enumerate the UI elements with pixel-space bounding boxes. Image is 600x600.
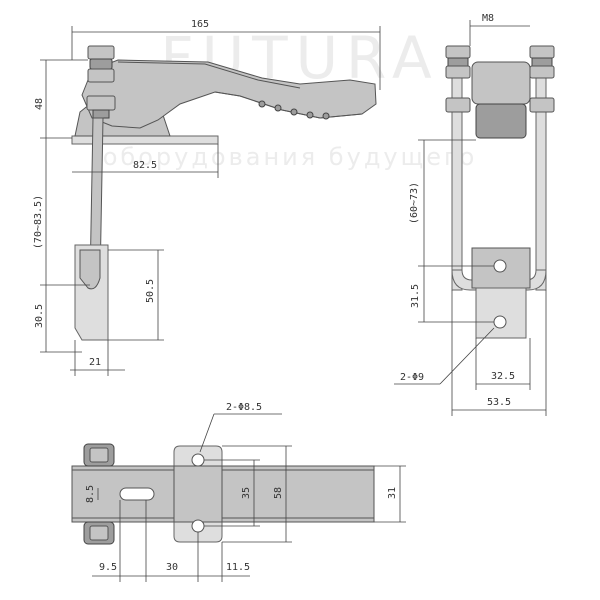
top-hole-lower	[191, 519, 205, 533]
dim-hook-width: 21	[89, 357, 101, 368]
dim-lever-height: 48	[34, 98, 45, 110]
lower-bracket-hole	[493, 315, 507, 329]
dim-body-width: 31	[387, 487, 398, 499]
dim-slot-to-hole: 30	[166, 562, 178, 573]
dim-side-outer-width: 53.5	[487, 397, 511, 408]
upper-bracket-hole	[493, 259, 507, 273]
dim-base-length: 82.5	[133, 160, 157, 171]
hook-slot	[79, 249, 101, 290]
right-rod	[535, 59, 547, 291]
top-dimensions: 2-Φ8.5 8.5 35 58 31 9.5 30 11.5	[85, 402, 406, 582]
mounting-plate-center	[173, 465, 223, 523]
dim-side-hole-dia: 2-Φ9	[400, 372, 424, 383]
lever-grip-grooves	[258, 100, 330, 120]
side-dimensions: M8 (60~73) 31.5 2-Φ9 32.5 53.5	[394, 13, 547, 416]
left-nut-stack	[445, 45, 471, 113]
lever-ridge-line	[117, 61, 301, 89]
dim-hook-height: 50.5	[145, 279, 156, 303]
top-nuts-lower	[83, 521, 115, 545]
dim-side-hole-pitch: 31.5	[410, 284, 421, 308]
dim-top-hole-dia: 2-Φ8.5	[226, 402, 262, 413]
lever-hinge	[475, 103, 527, 139]
watermark-tagline: оборудования будущего	[103, 143, 478, 171]
top-body	[71, 465, 375, 523]
front-dimensions: 165 48 82.5 (70~83.5) 30.5 50.5 21	[33, 19, 381, 376]
dim-thread: M8	[482, 13, 494, 24]
lower-bracket	[475, 287, 527, 339]
lever-cylinder	[471, 61, 531, 105]
dim-plate-width: 58	[273, 487, 284, 499]
front-view: 165 48 82.5 (70~83.5) 30.5 50.5 21	[33, 19, 381, 376]
dim-hole-pitch: 35	[241, 487, 252, 499]
dim-hook-range: (70~83.5)	[33, 195, 44, 249]
dim-slot-width: 8.5	[85, 485, 96, 503]
lever-grip-line	[214, 91, 363, 119]
dim-slot-offset: 9.5	[99, 562, 117, 573]
right-nut-stack	[529, 45, 555, 113]
dim-hook-base: 30.5	[34, 304, 45, 328]
left-rod	[451, 59, 463, 291]
top-slot	[119, 487, 155, 501]
upper-nut-stack	[86, 45, 116, 119]
top-view: 2-Φ8.5 8.5 35 58 31 9.5 30 11.5	[71, 402, 406, 582]
dim-side-range: (60~73)	[409, 182, 420, 224]
dim-side-inner-width: 32.5	[491, 371, 515, 382]
side-view: M8 (60~73) 31.5 2-Φ9 32.5 53.5	[394, 13, 555, 416]
top-nuts-upper	[83, 443, 115, 467]
dim-total-length: 165	[191, 19, 209, 30]
top-hole-upper	[191, 453, 205, 467]
dim-hole-to-edge: 11.5	[226, 562, 250, 573]
